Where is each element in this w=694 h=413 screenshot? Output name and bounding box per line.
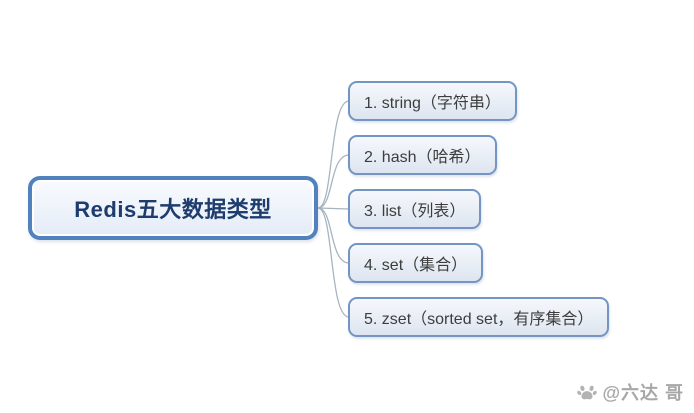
root-node-redis-data-types: Redis五大数据类型 bbox=[28, 176, 318, 240]
child-node-hash: 2. hash（哈希） bbox=[348, 135, 497, 175]
child-node-label: 3. list（列表） bbox=[364, 203, 466, 220]
child-node-label: 5. zset（sorted set，有序集合） bbox=[364, 311, 594, 328]
paw-icon bbox=[577, 385, 598, 400]
child-node-string: 1. string（字符串） bbox=[348, 81, 517, 121]
watermark-text: @六达 哥 bbox=[602, 383, 684, 403]
author-watermark: @六达 哥 bbox=[576, 379, 684, 405]
child-node-label: 1. string（字符串） bbox=[364, 95, 501, 112]
root-node-label: Redis五大数据类型 bbox=[74, 197, 272, 222]
child-node-zset: 5. zset（sorted set，有序集合） bbox=[348, 297, 610, 337]
child-node-list: 3. list（列表） bbox=[348, 189, 482, 229]
child-node-label: 4. set（集合） bbox=[364, 257, 468, 274]
child-node-label: 2. hash（哈希） bbox=[364, 149, 481, 166]
child-node-set: 4. set（集合） bbox=[348, 243, 484, 283]
